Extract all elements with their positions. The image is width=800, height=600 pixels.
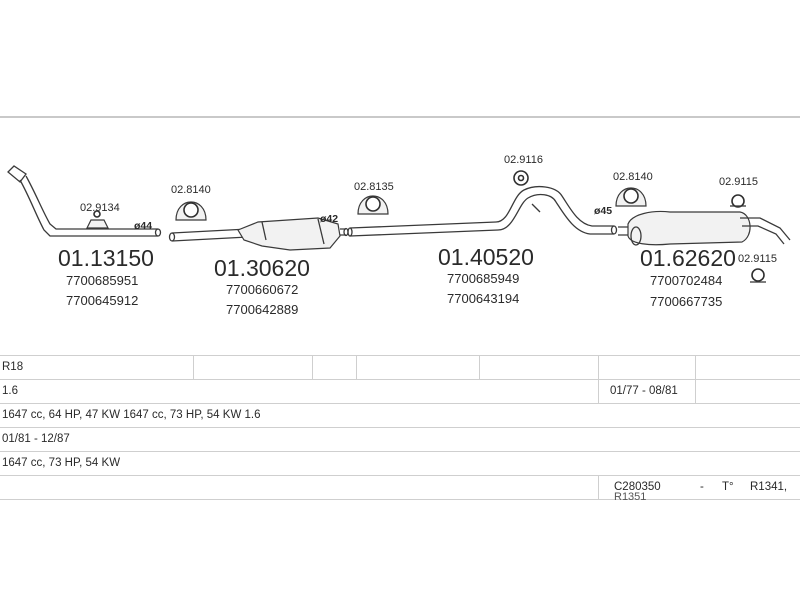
engine-cell: 1.6 xyxy=(2,385,18,397)
years-cell: 01/81 - 12/87 xyxy=(2,433,70,445)
mount-code: 02.8140 xyxy=(613,171,653,183)
part-code: 01.30620 xyxy=(214,255,310,281)
front-pipe-01-13150[interactable] xyxy=(7,165,162,237)
clamp-icon xyxy=(86,210,109,229)
oem-number: 7700660672 xyxy=(226,282,298,297)
clamp-code: 02.9134 xyxy=(80,202,120,214)
part-code: 01.13150 xyxy=(58,245,154,271)
table-row: C280350 - T° R1341, xyxy=(0,476,800,500)
pipe-diameter: ø44 xyxy=(134,220,152,232)
clamp-code: 02.9115 xyxy=(719,176,758,188)
reference-cell: R1351 xyxy=(614,491,647,503)
clamp-icon xyxy=(750,268,766,283)
table-row: 1647 cc, 64 HP, 47 KW 1647 cc, 73 HP, 54… xyxy=(0,404,800,428)
oem-number: 7700685951 xyxy=(66,273,138,288)
oem-number: 7700685949 xyxy=(447,271,519,286)
table-row: R1351 xyxy=(0,491,800,510)
rubber-mount-icon xyxy=(357,195,389,215)
rubber-mount-icon xyxy=(615,187,647,207)
reference-cell: C280350 xyxy=(614,481,661,493)
pipe-diameter: ø45 xyxy=(594,205,612,217)
table-row: R18 xyxy=(0,355,800,380)
top-divider xyxy=(0,116,800,118)
specs-cell: 1647 cc, 73 HP, 54 KW xyxy=(2,457,121,469)
part-code: 01.62620 xyxy=(640,245,736,271)
oem-number: 7700642889 xyxy=(226,302,298,317)
years-cell: 01/77 - 08/81 xyxy=(610,385,678,397)
mount-code: 02.8140 xyxy=(171,184,211,196)
middle-pipe-01-30620[interactable] xyxy=(168,217,349,251)
rubber-mount-icon xyxy=(175,201,207,221)
clamp-code: 02.9115 xyxy=(738,253,777,265)
mount-code: 02.8135 xyxy=(354,181,394,193)
model-cell: R18 xyxy=(2,361,24,373)
specs-cell: 1647 cc, 64 HP, 47 KW 1647 cc, 73 HP, 54… xyxy=(2,409,261,421)
reference-cell: R1341, xyxy=(750,481,788,493)
oem-number: 7700645912 xyxy=(66,293,138,308)
clamp-icon xyxy=(730,194,746,208)
table-row: 1.6 01/77 - 08/81 xyxy=(0,380,800,404)
rear-silencer-01-62620[interactable] xyxy=(618,210,791,246)
table-row: 01/81 - 12/87 xyxy=(0,428,800,452)
oem-number: 7700702484 xyxy=(650,273,722,288)
table-row: 1647 cc, 73 HP, 54 KW xyxy=(0,452,800,476)
pipe-diameter: ø42 xyxy=(320,213,338,225)
reference-separator: - xyxy=(700,481,704,493)
rear-pipe-01-40520[interactable] xyxy=(347,185,618,237)
vehicle-application-table: R18 1.6 01/77 - 08/81 1647 cc, 64 HP, 47… xyxy=(0,355,800,510)
hanger-code: 02.9116 xyxy=(504,154,543,166)
oem-number: 7700667735 xyxy=(650,294,722,309)
oem-number: 7700643194 xyxy=(447,291,519,306)
part-code: 01.40520 xyxy=(438,244,534,270)
reference-cell: T° xyxy=(722,481,734,493)
hanger-icon xyxy=(513,170,529,186)
